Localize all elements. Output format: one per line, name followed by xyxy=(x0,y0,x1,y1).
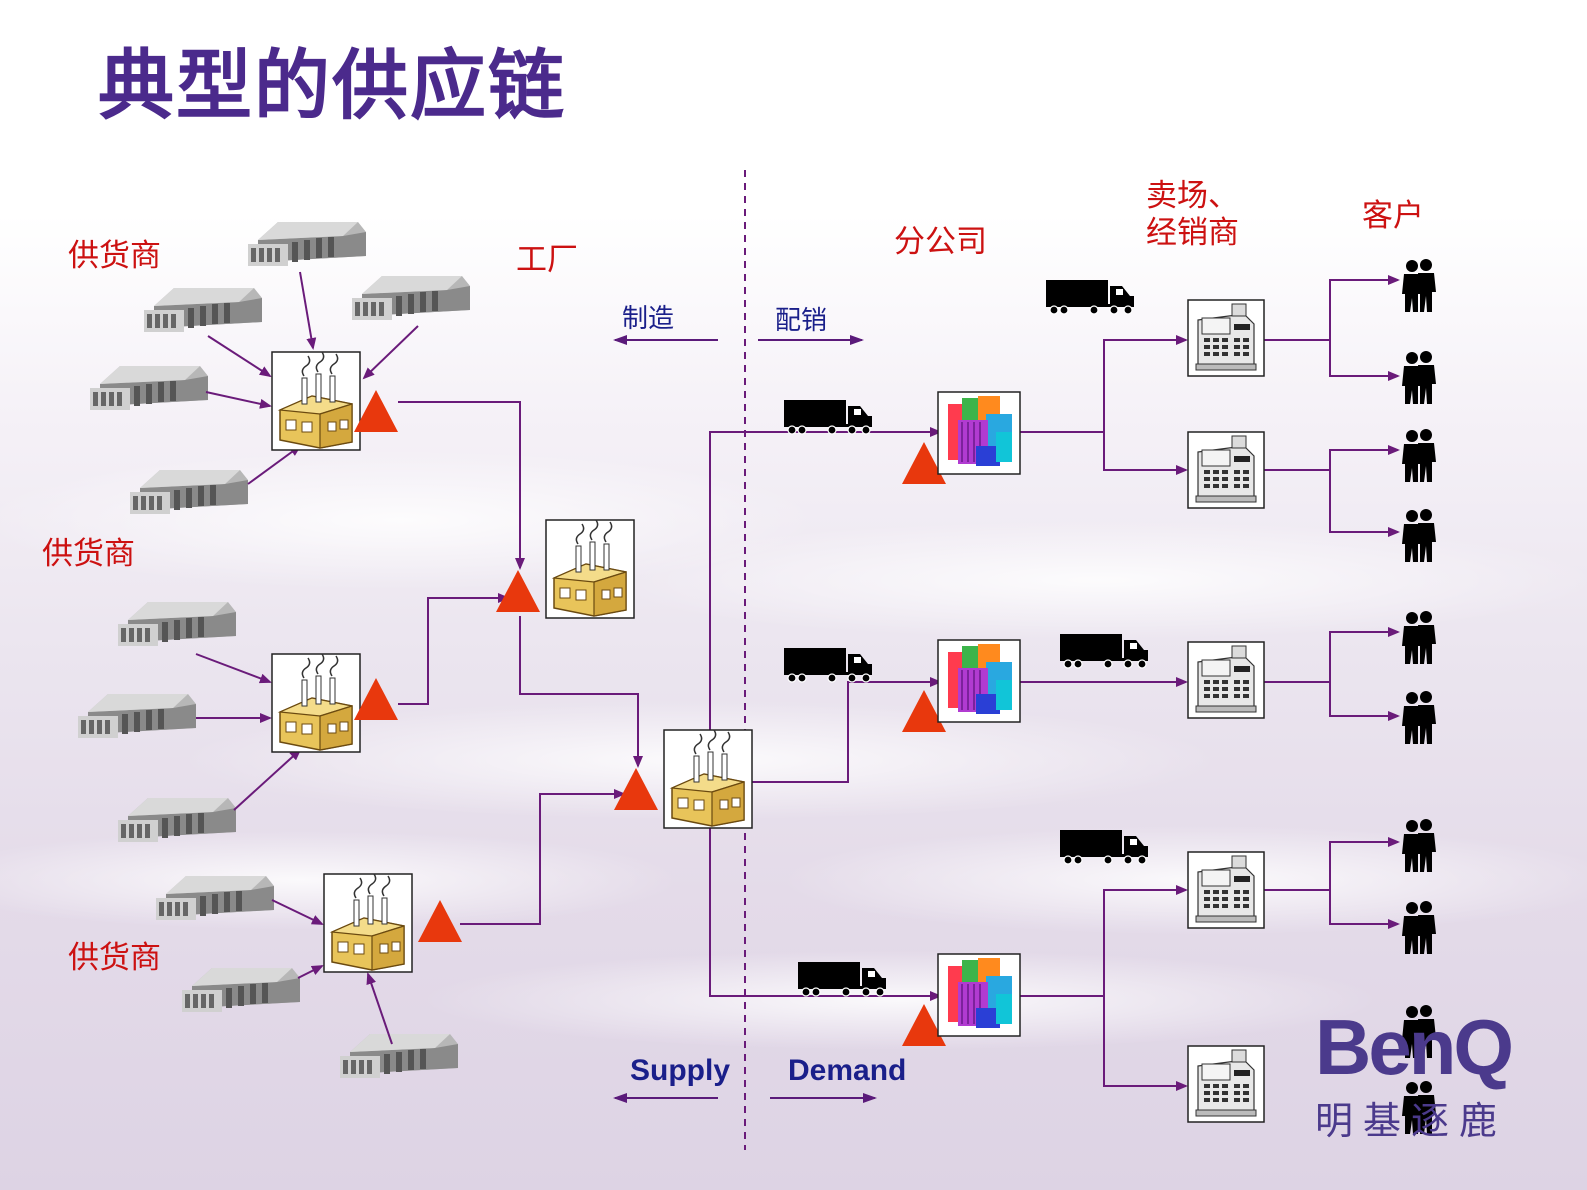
connector-line xyxy=(460,789,626,925)
logo-subtitle: 明基逐鹿 xyxy=(1315,1099,1508,1143)
inventory-triangle-icon xyxy=(418,900,462,942)
warehouse-icon xyxy=(90,366,208,410)
connector-line xyxy=(1264,837,1400,891)
supply-arrow-line xyxy=(362,325,419,380)
people-icon xyxy=(1402,901,1436,954)
truck-icon xyxy=(1059,633,1149,669)
label-factory: 工厂 xyxy=(516,242,578,278)
supply-arrow-line xyxy=(205,391,272,409)
label-supplier: 供货商 xyxy=(68,238,161,274)
people-icon xyxy=(1402,509,1436,562)
cash-register-icon xyxy=(1187,641,1265,719)
connector-line xyxy=(1329,682,1400,721)
label-branch: 分公司 xyxy=(894,224,987,260)
warehouse-icon xyxy=(156,876,274,920)
people-icon xyxy=(1402,819,1436,872)
supply-arrow-line xyxy=(299,271,317,350)
warehouse-icon xyxy=(182,968,300,1012)
warehouse-icon xyxy=(130,470,248,514)
office-buildings-icon xyxy=(937,639,1021,723)
supply-arrow-line xyxy=(233,748,302,811)
warehouse-icon xyxy=(248,222,366,266)
label-supply: Supply xyxy=(630,1054,731,1087)
warehouse-icon xyxy=(340,1034,458,1078)
label-customer: 客户 xyxy=(1362,198,1424,234)
connector-line xyxy=(752,677,942,783)
connector-line xyxy=(1020,885,1188,997)
supply-arrow-line xyxy=(195,653,272,684)
people-icon xyxy=(1402,691,1436,744)
factory-icon xyxy=(271,653,361,753)
inventory-triangle-icon xyxy=(614,768,658,810)
logo-name: BenQ xyxy=(1315,1003,1514,1091)
warehouse-icon xyxy=(118,798,236,842)
people-icon xyxy=(1402,351,1436,404)
people-icon xyxy=(1402,611,1436,664)
connector-line xyxy=(1264,275,1400,341)
factory-icon xyxy=(323,873,413,973)
connector-line xyxy=(709,427,942,732)
truck-icon xyxy=(783,399,873,435)
connector-line xyxy=(1264,445,1400,471)
label-supplier: 供货商 xyxy=(42,536,135,572)
label-supplier: 供货商 xyxy=(68,940,161,976)
truck-icon xyxy=(1045,279,1135,315)
supply-arrow-line xyxy=(297,965,324,979)
supply-arrow-line xyxy=(247,444,302,485)
office-buildings-icon xyxy=(937,391,1021,475)
truck-icon xyxy=(783,647,873,683)
supply-arrow-line xyxy=(366,972,393,1045)
connector-line xyxy=(1103,996,1188,1091)
label-demand: Demand xyxy=(788,1054,907,1087)
truck-icon xyxy=(797,961,887,997)
warehouse-icon xyxy=(118,602,236,646)
factory-icon xyxy=(663,729,753,829)
label-retail-line2: 经销商 xyxy=(1146,215,1239,252)
connector-line xyxy=(709,828,942,1001)
cash-register-icon xyxy=(1187,1045,1265,1123)
label-retail: 卖场、 经销商 xyxy=(1146,178,1239,252)
label-manufacture: 制造 xyxy=(622,304,675,334)
people-icon xyxy=(1402,429,1436,482)
factory-icon xyxy=(271,351,361,451)
connector-line xyxy=(398,401,525,570)
cash-register-icon xyxy=(1187,299,1265,377)
people-icon xyxy=(1402,259,1436,312)
benq-logo: BenQ 明基逐鹿 xyxy=(1315,1003,1514,1145)
connector-line xyxy=(1329,890,1400,929)
connector-line xyxy=(519,616,643,768)
cash-register-icon xyxy=(1187,851,1265,929)
inventory-triangle-icon xyxy=(496,570,540,612)
truck-icon xyxy=(1059,829,1149,865)
warehouse-icon xyxy=(78,694,196,738)
cash-register-icon xyxy=(1187,431,1265,509)
connector-line xyxy=(1329,340,1400,381)
connector-line xyxy=(1103,432,1188,475)
label-retail-line1: 卖场、 xyxy=(1146,178,1239,214)
connector-line xyxy=(1264,627,1400,683)
connector-line xyxy=(398,593,510,705)
office-buildings-icon xyxy=(937,953,1021,1037)
connector-line xyxy=(1020,335,1188,433)
label-distribution: 配销 xyxy=(775,306,828,336)
slide-title: 典型的供应链 xyxy=(98,41,566,130)
supply-arrow-line xyxy=(207,335,272,378)
warehouse-icon xyxy=(352,276,470,320)
factory-icon xyxy=(545,519,635,619)
supply-arrow-line xyxy=(271,899,324,925)
connector-line xyxy=(1329,470,1400,537)
warehouse-icon xyxy=(144,288,262,332)
